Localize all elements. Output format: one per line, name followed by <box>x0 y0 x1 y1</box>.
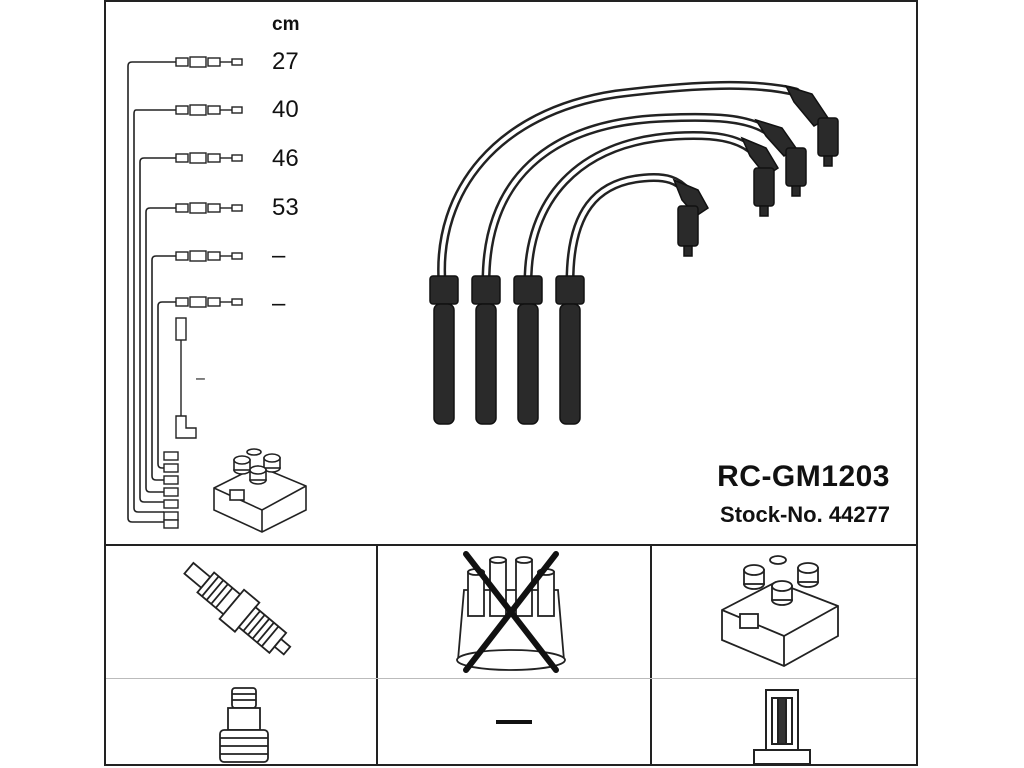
connector-row-4 <box>175 202 243 214</box>
coil-connector-4 <box>672 178 709 257</box>
terminal-stack <box>163 451 179 529</box>
cable-length-6: – <box>272 290 286 317</box>
cable-length-extra: – <box>196 370 205 387</box>
plug-boot-1 <box>429 275 459 425</box>
coil-connector-3 <box>740 136 780 217</box>
divider-main <box>106 544 916 546</box>
divider-col-2 <box>650 544 652 766</box>
coil-connector-1 <box>784 84 839 167</box>
main-panel: cm 27 40 46 53 – – – <box>106 2 916 544</box>
ignition-cable-set-illustration <box>429 80 839 425</box>
ignition-coil-icon <box>721 555 839 667</box>
plug-boot-icon <box>219 687 269 763</box>
connector-row-5 <box>175 250 243 262</box>
coil-connector-icon <box>753 689 811 765</box>
dash-icon <box>496 720 532 724</box>
cable-length-1: 27 <box>272 48 299 75</box>
connector-row-1 <box>175 56 243 68</box>
plug-boot-3 <box>513 275 543 425</box>
coil-sketch-small <box>213 448 307 533</box>
cable-schematic <box>127 56 307 533</box>
divider-row <box>106 678 916 679</box>
spark-plug-icon <box>183 561 292 656</box>
cable-length-3: 46 <box>272 145 299 172</box>
connector-row-6 <box>175 296 243 308</box>
unit-label: cm <box>272 14 300 35</box>
stock-number: Stock-No. 44277 <box>720 502 890 527</box>
distributor-cap-crossed-icon <box>456 551 566 673</box>
connector-row-3 <box>175 152 243 164</box>
cable-length-4: 53 <box>272 194 299 221</box>
product-sheet: cm 27 40 46 53 – – – <box>104 0 918 766</box>
coil-connector-2 <box>754 118 807 197</box>
plug-boot-2 <box>471 275 501 425</box>
plug-boot-4 <box>555 275 585 425</box>
cable-length-2: 40 <box>272 96 299 123</box>
connector-row-2 <box>175 104 243 116</box>
cable-length-5: – <box>272 242 286 269</box>
divider-col-1 <box>376 544 378 766</box>
product-code: RC-GM1203 <box>717 460 890 493</box>
extra-lead <box>175 317 197 439</box>
